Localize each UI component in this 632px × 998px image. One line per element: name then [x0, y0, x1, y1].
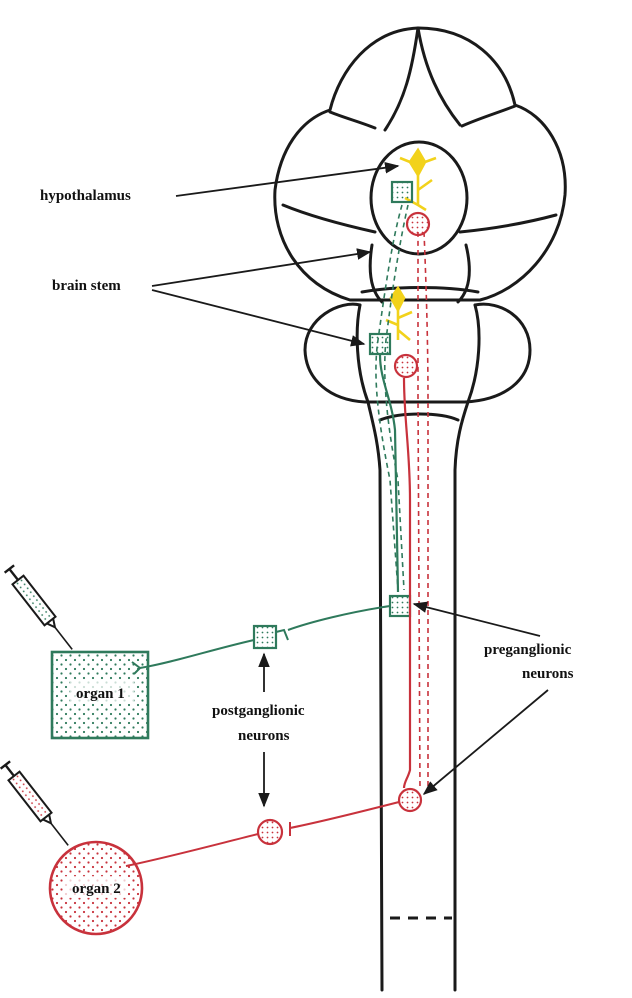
- brainstem-neuron-red: [395, 355, 417, 377]
- hypothalamus-neuron-green: [392, 182, 412, 202]
- postganglionic-label-line1: postganglionic: [212, 703, 305, 719]
- brain-stem-arrow-upper: [152, 252, 370, 286]
- hypothalamus-label: hypothalamus: [40, 188, 131, 204]
- preganglionic-neuron-red: [399, 789, 421, 811]
- hypothalamus-neuron-red: [407, 213, 429, 235]
- hypothalamus-arrow: [176, 166, 398, 196]
- postganglionic-label-line2: neurons: [238, 728, 290, 744]
- organ-2: organ 2: [50, 842, 142, 934]
- preganglionic-arrow-upper: [414, 604, 540, 636]
- brain-stem-arrow-lower: [152, 290, 364, 344]
- postganglionic-neuron-green: [254, 626, 276, 648]
- preganglionic-neuron-green: [390, 596, 410, 616]
- postganglionic-neuron-red: [258, 820, 282, 844]
- brainstem-neuron-green: [370, 334, 390, 354]
- organ-2-label: organ 2: [72, 881, 121, 897]
- syringe-icon: [4, 565, 78, 654]
- brain-stem-label: brain stem: [52, 278, 121, 294]
- organ-1: organ 1: [52, 652, 148, 738]
- organ-1-label: organ 1: [76, 686, 125, 702]
- syringe-icon: [0, 761, 74, 850]
- preganglionic-label-line2: neurons: [522, 666, 574, 682]
- preganglionic-arrow-lower: [424, 690, 548, 794]
- red-pathway: [126, 213, 429, 866]
- preganglionic-label-line1: preganglionic: [484, 642, 572, 658]
